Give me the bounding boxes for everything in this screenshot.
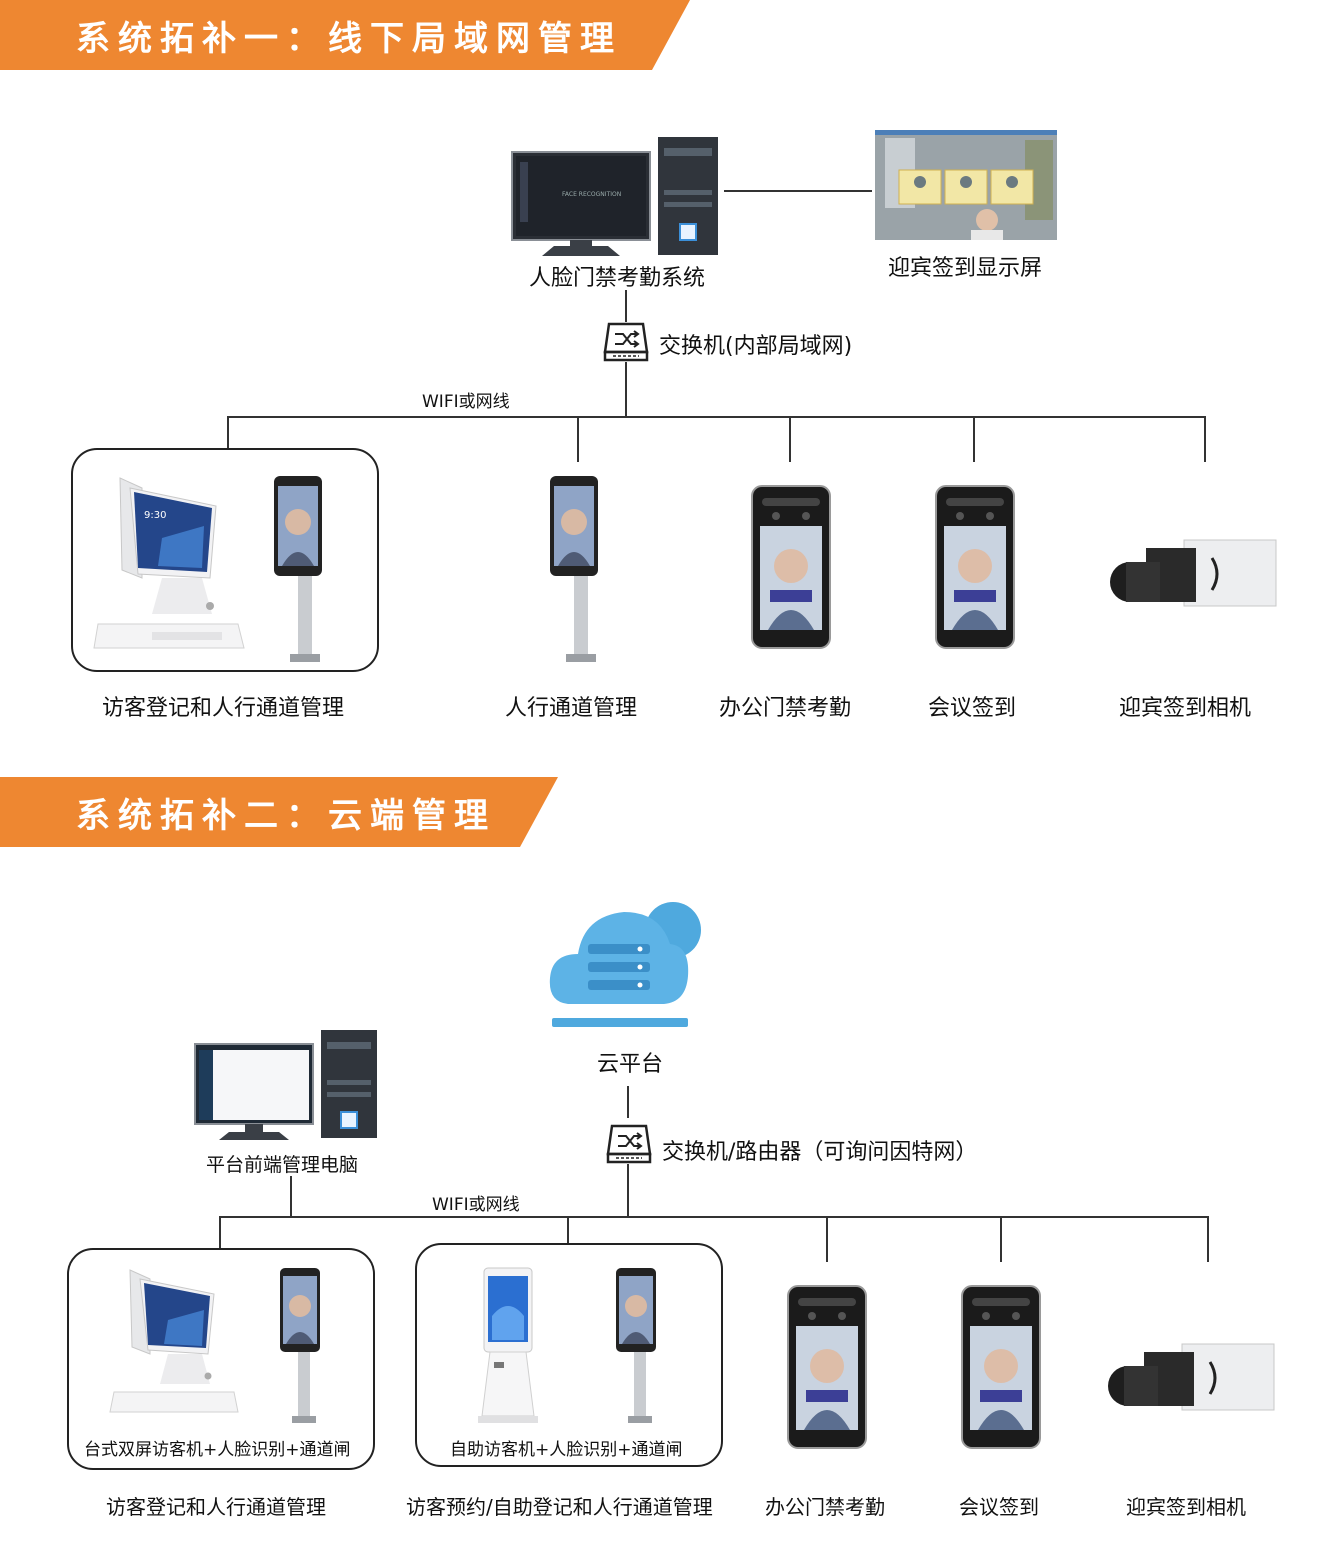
welcome-display-screen-icon bbox=[875, 130, 1057, 240]
cloud-label: 云平台 bbox=[597, 1052, 664, 1077]
svg-text:FACE RECOGNITION: FACE RECOGNITION bbox=[562, 191, 621, 198]
wall-face-terminal-icon-3 bbox=[787, 1285, 867, 1449]
welcome-screen-label: 迎宾签到显示屏 bbox=[888, 256, 1043, 281]
pedestal-face-terminal-icon-2 bbox=[550, 476, 598, 662]
device-label-visitor: 访客登记和人行通道管理 bbox=[102, 696, 345, 721]
device2-label-camera: 迎宾签到相机 bbox=[1126, 1495, 1246, 1519]
device-label-meeting: 会议签到 bbox=[928, 696, 1017, 721]
wall-face-terminal-icon bbox=[751, 485, 831, 649]
wall-face-terminal-icon-4 bbox=[961, 1285, 1041, 1449]
cloud-platform-icon bbox=[549, 902, 701, 1027]
dual-screen-visitor-terminal-icon: 9:30 bbox=[93, 477, 245, 649]
network-switch-icon bbox=[603, 322, 649, 362]
wifi-label: WIFI或网线 bbox=[422, 392, 510, 412]
section2-banner-shape bbox=[0, 777, 558, 847]
pedestal-face-terminal-icon bbox=[274, 476, 322, 662]
management-pc-icon bbox=[194, 1030, 377, 1140]
device-label-camera: 迎宾签到相机 bbox=[1119, 696, 1252, 721]
device2-label-visitor: 访客登记和人行通道管理 bbox=[106, 1495, 326, 1519]
box-a-caption: 台式双屏访客机+人脸识别+通道闸 bbox=[84, 1440, 351, 1460]
section1-title: 系统拓补一：线下局域网管理 bbox=[76, 18, 622, 59]
device-label-channel: 人行通道管理 bbox=[505, 696, 638, 721]
svg-text:9:30: 9:30 bbox=[144, 510, 166, 521]
wifi-label-2: WIFI或网线 bbox=[432, 1195, 520, 1215]
wall-face-terminal-icon-2 bbox=[935, 485, 1015, 649]
switch-label: 交换机(内部局域网) bbox=[659, 334, 853, 359]
box-b-caption: 自助访客机+人脸识别+通道闸 bbox=[450, 1440, 683, 1460]
router-switch-icon bbox=[606, 1124, 652, 1164]
pedestal-face-terminal-icon-3 bbox=[280, 1268, 320, 1423]
self-service-kit-group bbox=[415, 1243, 723, 1467]
desktop-visitor-kit-group bbox=[67, 1248, 375, 1470]
pc-workstation-icon: FACE RECOGNITION bbox=[511, 137, 718, 256]
device2-label-meeting: 会议签到 bbox=[959, 1495, 1039, 1519]
device2-label-selfservice: 访客预约/自助登记和人行通道管理 bbox=[406, 1495, 713, 1519]
dual-screen-visitor-terminal-icon-2 bbox=[109, 1269, 239, 1413]
box-camera-icon-2 bbox=[1108, 1343, 1275, 1411]
device-label-attendance: 办公门禁考勤 bbox=[719, 696, 852, 721]
device2-label-attendance: 办公门禁考勤 bbox=[765, 1495, 885, 1519]
pc-label: 人脸门禁考勤系统 bbox=[529, 266, 706, 291]
pedestal-face-terminal-icon-4 bbox=[616, 1268, 656, 1423]
box-camera-icon bbox=[1110, 539, 1277, 607]
self-service-kiosk-icon bbox=[478, 1267, 538, 1423]
router-label: 交换机/路由器（可询问因特网） bbox=[662, 1140, 978, 1165]
section2-title: 系统拓补二：云端管理 bbox=[76, 795, 496, 836]
section1-banner-shape bbox=[0, 0, 690, 70]
management-pc-label: 平台前端管理电脑 bbox=[206, 1154, 359, 1176]
